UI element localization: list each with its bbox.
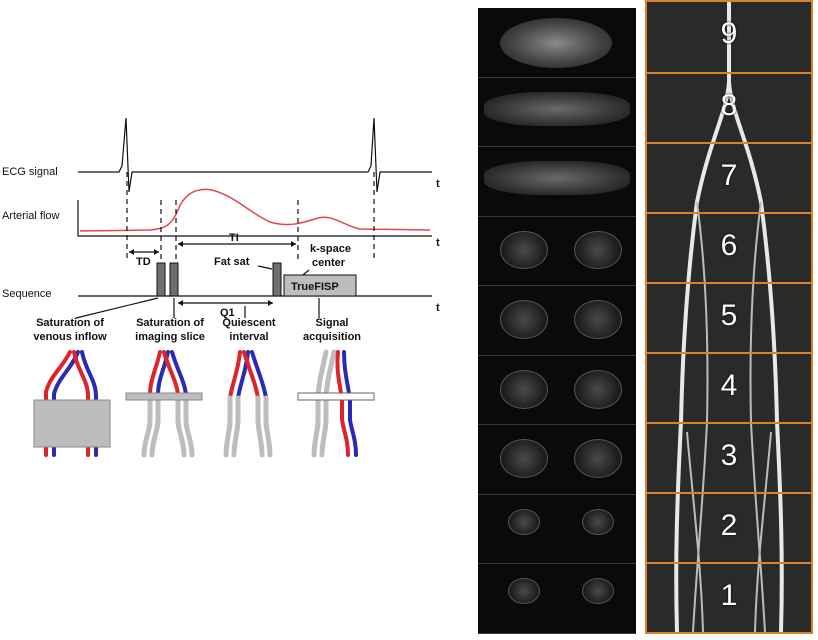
axial-leg bbox=[500, 369, 548, 409]
artery-path bbox=[727, 2, 784, 632]
station-1: 1 bbox=[647, 562, 811, 632]
axial-leg bbox=[574, 300, 622, 340]
step-3-caption-line2: interval bbox=[229, 331, 268, 343]
axial-anatomy bbox=[500, 18, 612, 68]
station-number: 8 bbox=[720, 89, 738, 122]
station-9: 9 bbox=[647, 2, 811, 72]
axial-slice bbox=[478, 425, 636, 495]
arterial-flow-curve bbox=[79, 188, 431, 232]
axial-leg bbox=[508, 578, 540, 605]
station-7: 7 bbox=[647, 142, 811, 212]
step-1-caption-line1: Saturation of bbox=[36, 317, 104, 329]
step-1-caption-line2: venous inflow bbox=[33, 331, 107, 343]
ti-label: TI bbox=[229, 232, 239, 244]
axial-leg bbox=[500, 439, 548, 479]
station-number: 3 bbox=[720, 439, 738, 472]
axial-slice bbox=[478, 78, 636, 148]
station-number: 5 bbox=[720, 299, 738, 332]
ecg-trace bbox=[78, 117, 432, 193]
station-number: 2 bbox=[720, 509, 738, 542]
sequence-label: Sequence bbox=[2, 288, 52, 300]
flow-axis bbox=[77, 200, 432, 237]
step-3-caption-line1: Quiescent bbox=[222, 317, 276, 329]
axial-anatomy bbox=[484, 161, 630, 196]
axial-leg bbox=[508, 508, 540, 535]
axial-slice bbox=[478, 217, 636, 287]
step-2-caption-line1: Saturation of bbox=[136, 317, 204, 329]
td-label: TD bbox=[136, 256, 151, 268]
station-2: 2 bbox=[647, 492, 811, 562]
step-4-caption-line2: acquisition bbox=[303, 331, 361, 343]
vessel-illustration-venous-saturation bbox=[33, 350, 111, 457]
kspace-label-line1: k-space bbox=[310, 243, 351, 255]
truefisp-label: TrueFISP bbox=[291, 281, 339, 293]
flow-time-label: t bbox=[436, 237, 440, 249]
station-number: 6 bbox=[720, 229, 738, 262]
nonenhanced-mra-sequence-diagram: ECG signal t Arterial flow t TD TI k-spa… bbox=[2, 117, 440, 458]
axial-slice bbox=[478, 147, 636, 217]
artery-path bbox=[754, 431, 772, 632]
fatsat-label: Fat sat bbox=[214, 256, 250, 268]
station-3: 3 bbox=[647, 422, 811, 492]
ecg-signal-label: ECG signal bbox=[2, 166, 58, 178]
axial-slice bbox=[478, 564, 636, 634]
venous-sat-pulse bbox=[156, 262, 166, 297]
axial-leg bbox=[582, 508, 614, 535]
step-4-caption-line1: Signal bbox=[315, 317, 348, 329]
station-number: 1 bbox=[720, 579, 738, 612]
kspace-label-line2: center bbox=[312, 257, 346, 269]
vessel-illustration-signal-acquisition bbox=[297, 349, 375, 458]
axial-leg bbox=[574, 230, 622, 270]
station-number: 4 bbox=[720, 369, 738, 402]
axial-leg bbox=[500, 230, 548, 270]
fatsat-pulse bbox=[272, 262, 282, 297]
station-number: 9 bbox=[720, 17, 738, 50]
station-4: 4 bbox=[647, 352, 811, 422]
mip-station-image: 9 8 7 6 5 4 3 2 1 bbox=[645, 0, 813, 634]
axial-image-stack bbox=[478, 8, 636, 634]
artery-path bbox=[674, 2, 731, 632]
vessel-illustration-quiescent-interval bbox=[223, 350, 273, 458]
axial-slice bbox=[478, 8, 636, 78]
ecg-time-label: t bbox=[436, 178, 440, 190]
axial-leg bbox=[574, 369, 622, 409]
slice-sat-pulse bbox=[169, 262, 179, 297]
station-6: 6 bbox=[647, 212, 811, 282]
axial-slice bbox=[478, 286, 636, 356]
station-5: 5 bbox=[647, 282, 811, 352]
step-pointer-1 bbox=[75, 297, 159, 319]
truefisp-block bbox=[283, 274, 357, 297]
axial-leg bbox=[500, 300, 548, 340]
arterial-flow-label: Arterial flow bbox=[2, 210, 60, 222]
sequence-time-label: t bbox=[436, 302, 440, 314]
step-2-caption-line2: imaging slice bbox=[135, 331, 205, 343]
station-8: 8 bbox=[647, 72, 811, 142]
axial-slice bbox=[478, 356, 636, 426]
q1-label: Q1 bbox=[220, 307, 235, 319]
station-number: 7 bbox=[720, 159, 738, 192]
vessel-illustration-slice-saturation bbox=[125, 350, 203, 458]
axial-leg bbox=[582, 578, 614, 605]
fatsat-pointer bbox=[257, 265, 273, 270]
axial-leg bbox=[574, 439, 622, 479]
axial-slice bbox=[478, 495, 636, 565]
artery-path bbox=[686, 431, 704, 632]
axial-anatomy bbox=[484, 91, 630, 126]
